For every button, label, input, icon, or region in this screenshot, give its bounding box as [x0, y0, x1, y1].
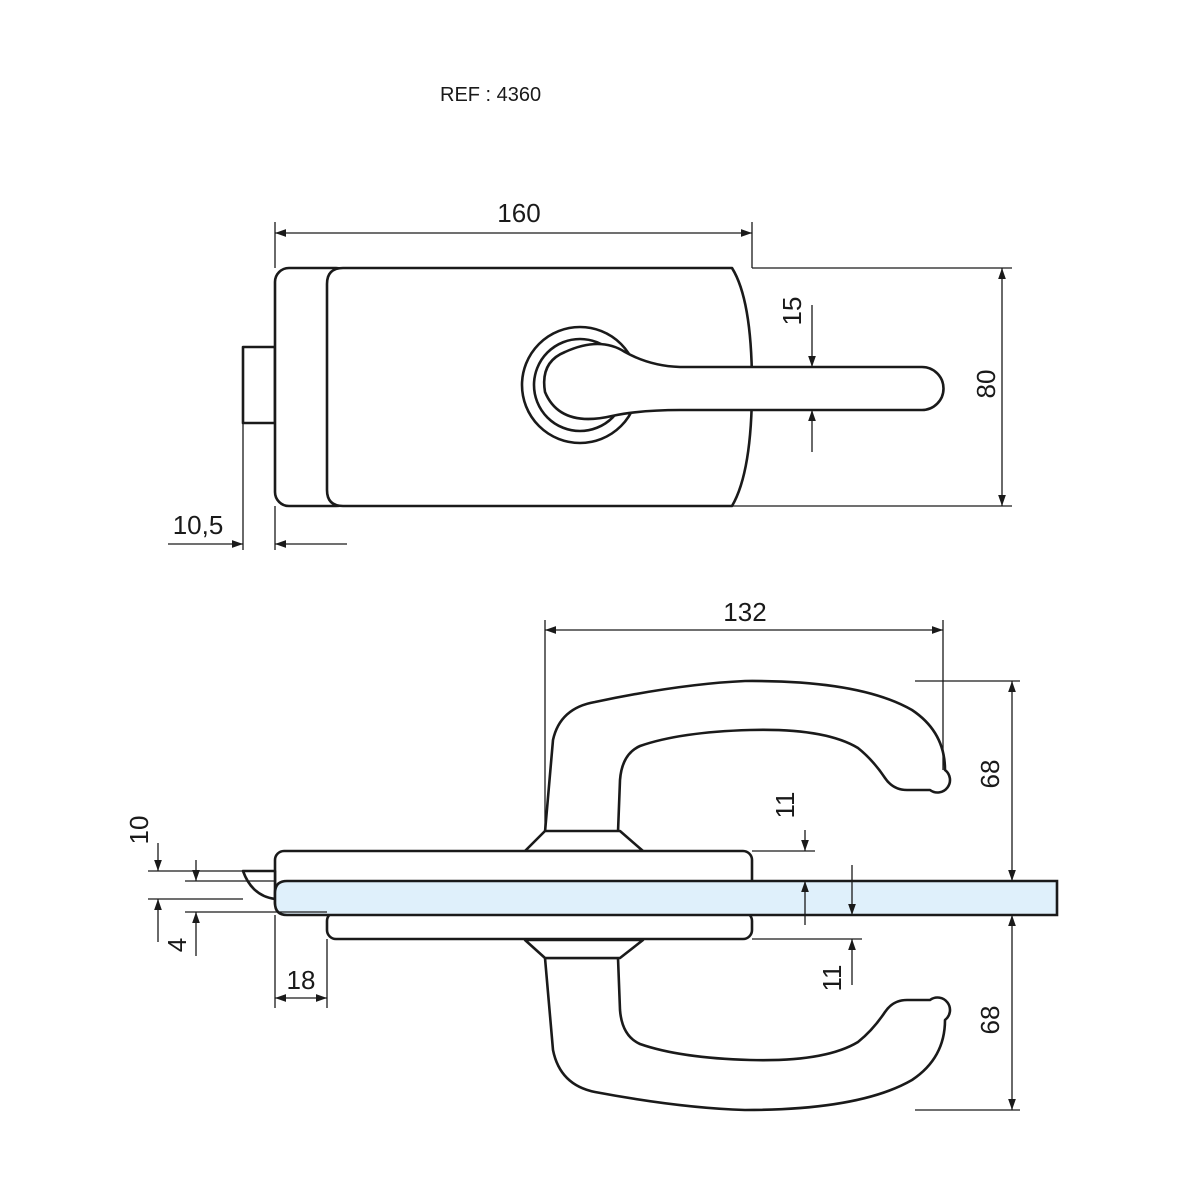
latch-tip: [241, 869, 277, 901]
side-extension-lines: [148, 620, 1057, 1111]
lever-handle: [542, 342, 945, 421]
upper-lever: [543, 679, 952, 834]
reference-label: REF : 4360: [440, 84, 542, 106]
dimension-10-label: 10: [124, 816, 154, 845]
dimension-10-5-label: 10,5: [173, 510, 224, 540]
dimension-10: 10: [124, 816, 162, 942]
upper-neck: [523, 829, 645, 853]
glass-panel: [273, 879, 1059, 917]
dimension-11-upper-label: 11: [770, 792, 800, 819]
dimension-132-label: 132: [723, 597, 766, 627]
dimension-80: 80: [971, 268, 1006, 506]
dimension-80-label: 80: [971, 370, 1001, 399]
dimension-15: 15: [777, 297, 816, 452]
front-view: [241, 222, 1012, 550]
dimension-18-label: 18: [287, 965, 316, 995]
dimension-10-5: 10,5: [168, 510, 347, 548]
dimension-160-label: 160: [497, 198, 540, 228]
dimension-4: 4: [162, 860, 200, 956]
dimension-11-lower: 11: [817, 865, 856, 992]
dimension-160: 160: [275, 198, 752, 237]
dimension-4-label: 4: [162, 938, 192, 952]
dimension-68-lower-label: 68: [975, 1006, 1005, 1035]
lower-neck: [523, 938, 645, 960]
latch-bolt: [241, 345, 277, 425]
dimension-68-upper-label: 68: [975, 760, 1005, 789]
dimension-11-lower-label: 11: [817, 965, 847, 992]
dimension-15-label: 15: [777, 297, 807, 326]
dimension-68-upper: 68: [975, 681, 1016, 881]
dimension-132: 132: [545, 597, 943, 634]
dimension-68-lower: 68: [975, 915, 1016, 1110]
side-view: [241, 679, 1059, 1112]
lower-lever: [543, 956, 952, 1112]
dimension-18: 18: [275, 965, 327, 1002]
dimension-11-upper: 11: [770, 792, 809, 925]
